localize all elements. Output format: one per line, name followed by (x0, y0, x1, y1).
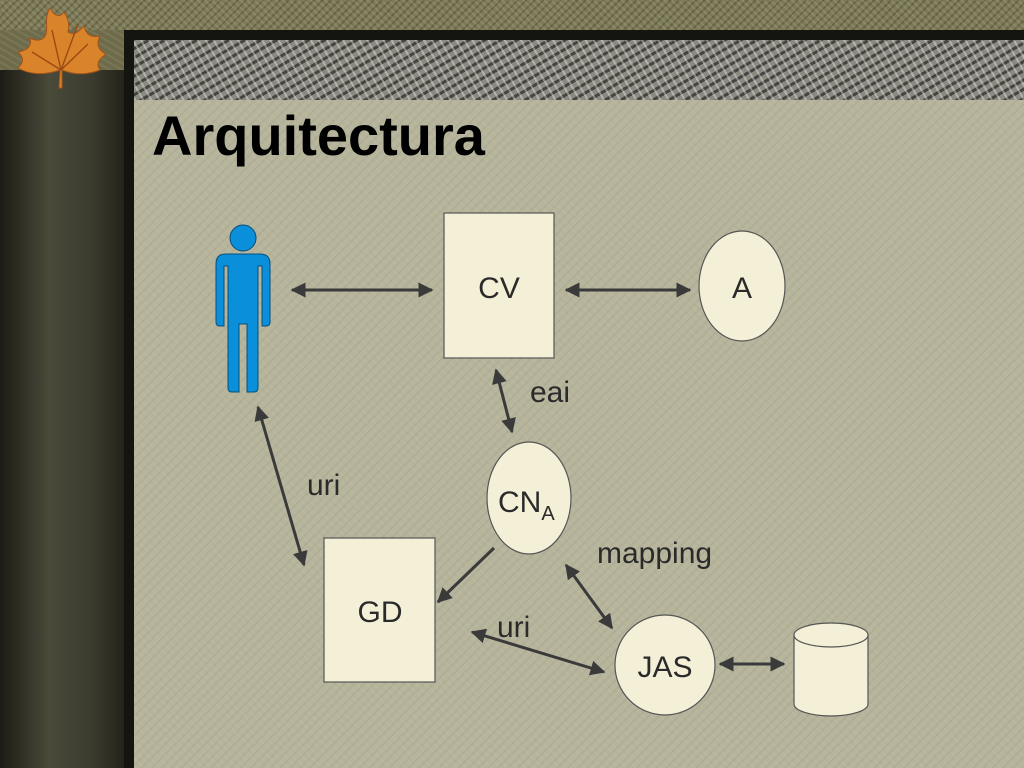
jas-node: JAS (614, 614, 716, 716)
edge-label-uri-bottom: uri (497, 611, 530, 644)
left-sidebar-bar (0, 70, 124, 768)
cna-subscript: A (541, 503, 555, 525)
jas-label: JAS (637, 651, 692, 684)
top-texture-strip (0, 0, 1024, 30)
database-cylinder-icon (793, 622, 869, 717)
cv-label: CV (478, 272, 520, 305)
arrow-gd-jas (470, 628, 606, 676)
arrow-user-gd (254, 405, 308, 567)
arrow-cv-cna (492, 368, 516, 434)
arrow-cna-jas (564, 563, 614, 630)
cna-node: CNA (486, 441, 572, 555)
title-pattern-band (134, 40, 1024, 100)
cna-main-text: CN (498, 486, 541, 519)
cv-node: CV (443, 212, 555, 359)
arrow-cna-gd (436, 546, 496, 604)
gd-label: GD (358, 596, 403, 629)
user-figure-icon (215, 224, 271, 393)
a-label: A (732, 272, 752, 305)
slide-title: Arquitectura (152, 104, 485, 167)
edge-label-mapping: mapping (597, 537, 712, 570)
a-node: A (698, 230, 786, 342)
edge-label-eai: eai (530, 376, 570, 409)
edge-label-uri-left: uri (307, 469, 340, 502)
maple-leaf-icon (16, 6, 107, 89)
cna-label: CNA (498, 486, 555, 525)
gd-node: GD (323, 537, 436, 683)
